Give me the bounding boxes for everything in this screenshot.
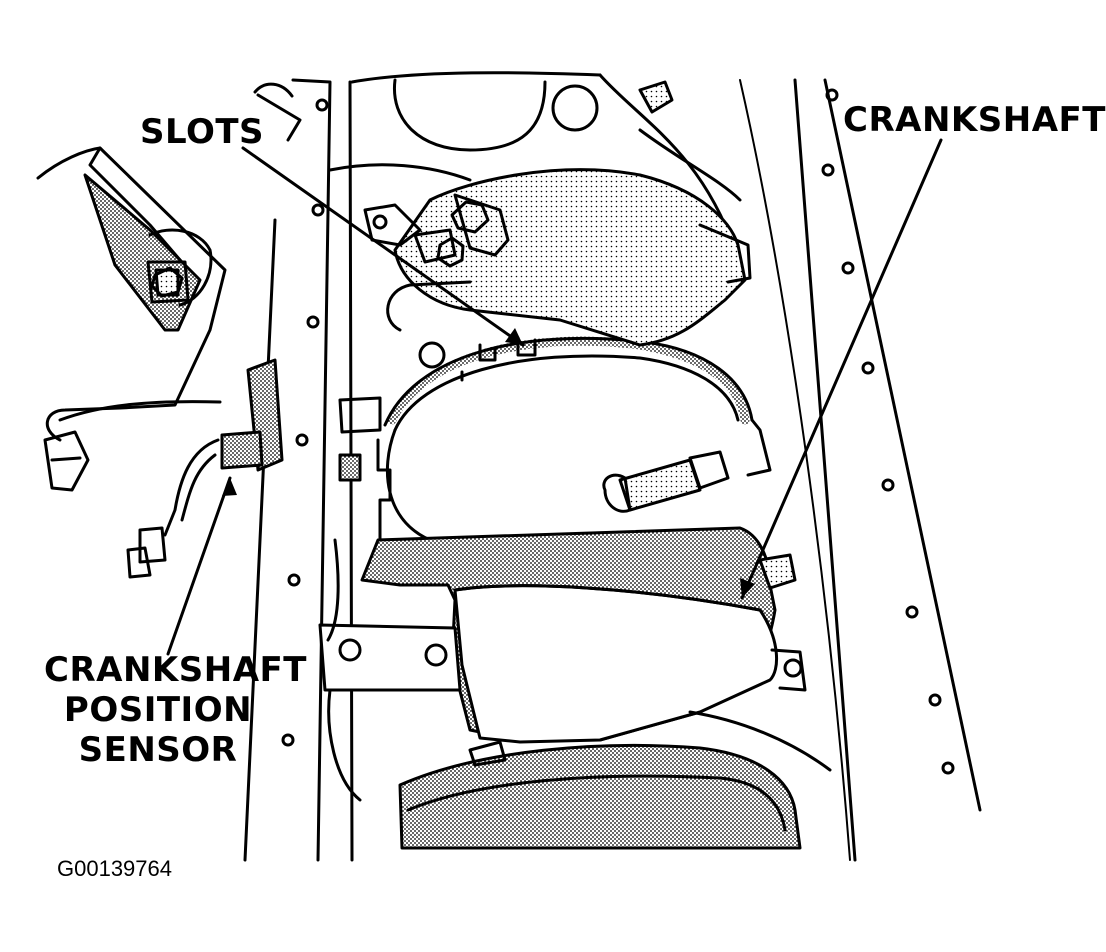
crankshaft (318, 450, 807, 802)
slots-leader (241, 146, 525, 347)
slotted-timing-ring (376, 336, 772, 562)
crankshaft-leader (740, 138, 943, 600)
sensor-label-line-2: POSITION (63, 690, 253, 730)
sensor-label-line-3: SENSOR (78, 730, 238, 770)
lower-counterweight (398, 710, 832, 850)
sensor-label-line-1: CRANKSHAFT (44, 650, 307, 690)
crankshaft-position-sensor (126, 358, 284, 579)
leader-lines (166, 138, 943, 656)
upper-counterweight (328, 163, 752, 369)
slots-label: SLOTS (140, 112, 265, 152)
bolt-icons (150, 200, 490, 298)
left-block-rail (243, 78, 332, 862)
right-block-rail (739, 78, 982, 862)
main-bearing-cap (338, 396, 382, 482)
figure-id: G00139764 (57, 856, 172, 881)
crankshaft-label: CRANKSHAFT (843, 100, 1106, 140)
leader-arrowheads (222, 328, 755, 598)
sensor-bracket (36, 146, 227, 492)
crankshaft-position-sensor-label: CRANKSHAFT POSITION SENSOR (44, 650, 307, 770)
sensor-leader (166, 476, 232, 656)
